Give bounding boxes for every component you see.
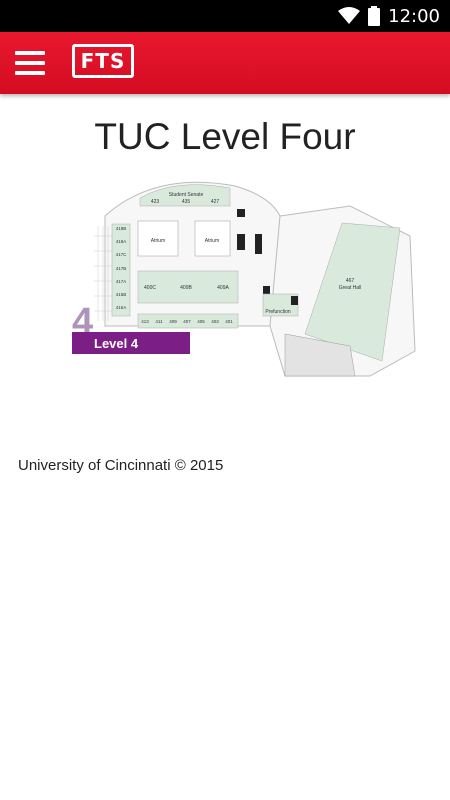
status-time: 12:00: [388, 5, 440, 27]
room-403: 403: [211, 319, 219, 324]
room-435: 435: [182, 199, 191, 205]
room-417a: 417A: [116, 279, 127, 284]
room-409b: 409B: [180, 285, 192, 291]
room-411: 411: [155, 319, 163, 324]
room-427: 427: [211, 199, 220, 205]
student-senate-label: Student Senate: [169, 192, 204, 198]
side-room-column: [111, 223, 131, 317]
terrace-hatched: [284, 333, 356, 377]
fts-logo: FTS: [72, 44, 134, 78]
wifi-icon: [338, 7, 361, 24]
room-419b: 419B: [116, 226, 127, 231]
room-409a: 409A: [217, 285, 229, 291]
logo-text: FTS: [80, 49, 126, 73]
room-419a: 419A: [116, 239, 127, 244]
map-grid-pattern: [94, 226, 112, 321]
bottom-room-labels: 413 411 409 407 405 403 401: [141, 319, 233, 324]
room-401: 401: [225, 319, 233, 324]
room-413: 413: [141, 319, 149, 324]
atrium-left: [137, 220, 179, 257]
room-415a: 415A: [116, 305, 127, 310]
great-hall-label: Great Hall: [339, 285, 362, 291]
app-bar: FTS: [0, 32, 450, 94]
mid-room-block: [137, 270, 239, 304]
page-title: TUC Level Four: [94, 116, 356, 157]
atrium-right-label: Atrium: [205, 238, 219, 244]
prefunction-icon: [291, 296, 298, 305]
atrium-right: [194, 220, 231, 257]
room-400c: 400C: [144, 285, 156, 291]
bottom-room-row: [137, 313, 239, 329]
stairs-icon: [255, 234, 262, 254]
elevator-icon: [237, 209, 245, 217]
restroom-icon: [237, 234, 245, 250]
atrium-left-label: Atrium: [151, 238, 165, 244]
room-407: 407: [183, 319, 191, 324]
room-417b: 417B: [116, 266, 127, 271]
battery-icon: [368, 6, 381, 26]
great-hall: [304, 222, 401, 362]
prefunction-label: Prefunction: [265, 309, 291, 315]
escalator-icon: [263, 286, 270, 295]
room-405: 405: [197, 319, 205, 324]
level-label: Level 4: [94, 336, 139, 351]
copyright-text: University of Cincinnati © 2015: [18, 457, 224, 474]
status-bar: 12:00: [0, 0, 450, 32]
level-banner: [72, 332, 190, 354]
room-423: 423: [151, 199, 160, 205]
status-icons: 12:00: [338, 0, 440, 32]
room-415b: 415B: [116, 292, 127, 297]
side-room-labels: 419B 419A 417C 417B 417A 415B 415A: [116, 226, 128, 310]
great-hall-number: 467: [346, 278, 355, 284]
student-senate-room: [139, 184, 231, 207]
hamburger-menu-icon[interactable]: [15, 48, 51, 78]
room-417c: 417C: [116, 252, 128, 257]
floor-map: Student Senate 423 435 427 Atrium Atrium…: [72, 181, 416, 377]
room-409: 409: [169, 319, 177, 324]
